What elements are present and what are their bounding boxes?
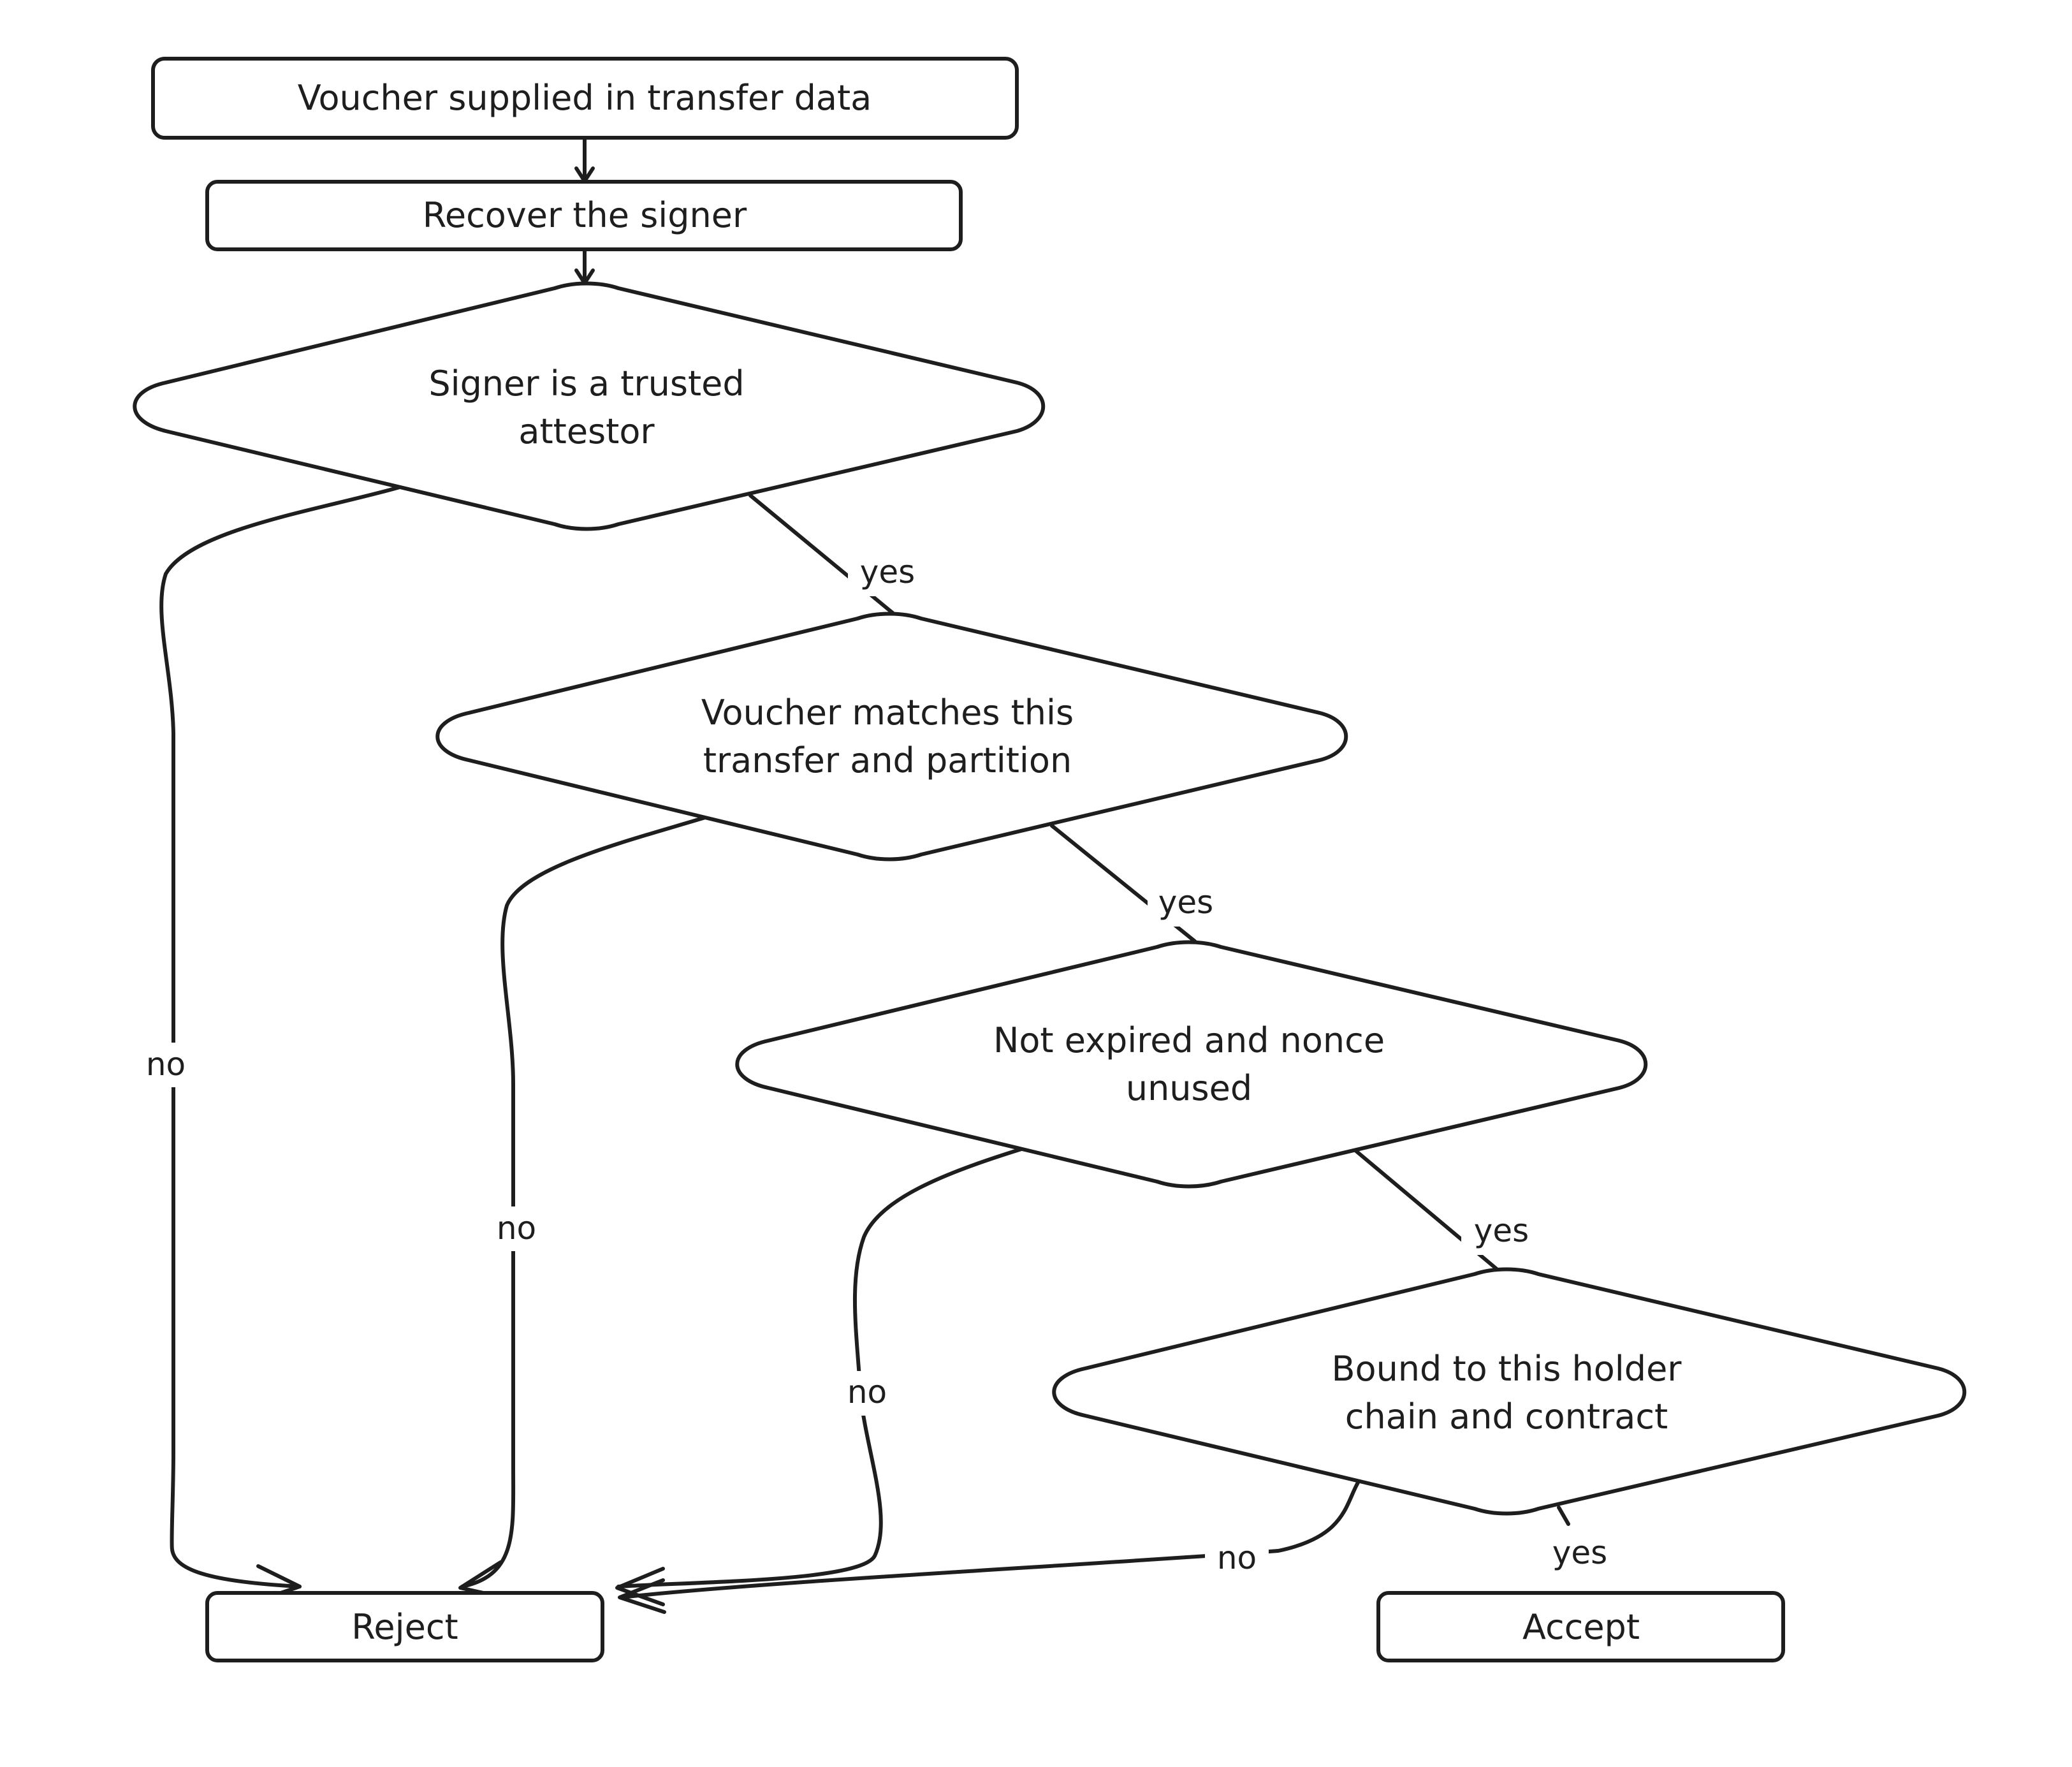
decision-bound-holder: Bound to this holder chain and contract — [1052, 1267, 1967, 1516]
edge-label-yes-4: yes — [1542, 1530, 1621, 1578]
edge-label-no-4: no — [1205, 1536, 1269, 1580]
edge-label-yes-1: yes — [848, 548, 928, 596]
svg-text:Recover the signer: Recover the signer — [423, 195, 747, 235]
svg-text:no: no — [146, 1046, 186, 1083]
edge-label-yes-3: yes — [1461, 1207, 1541, 1255]
edge-expired-no — [615, 1147, 1023, 1606]
svg-text:Not expired and nonce: Not expired and nonce — [993, 1020, 1385, 1060]
decision-not-expired: Not expired and nonce unused — [735, 940, 1648, 1189]
svg-text:no: no — [847, 1374, 887, 1411]
svg-text:no: no — [497, 1210, 536, 1247]
decision-trusted-attestor: Signer is a trusted attestor — [133, 281, 1046, 531]
svg-text:unused: unused — [1126, 1068, 1252, 1108]
edge-label-yes-2: yes — [1148, 879, 1227, 927]
svg-text:Reject: Reject — [351, 1607, 458, 1647]
node-recover-signer: Recover the signer — [205, 180, 963, 251]
edge-supplied-to-recover — [574, 137, 595, 183]
svg-text:yes: yes — [1552, 1534, 1607, 1571]
svg-text:yes: yes — [1474, 1212, 1529, 1249]
svg-text:yes: yes — [1158, 884, 1213, 921]
edge-bound-yes — [1557, 1506, 1570, 1526]
node-reject: Reject — [205, 1591, 604, 1662]
svg-text:Voucher supplied in transfer d: Voucher supplied in transfer data — [298, 78, 872, 118]
svg-text:yes: yes — [860, 554, 915, 590]
node-accept: Accept — [1376, 1591, 1785, 1662]
edge-label-no-2: no — [485, 1206, 548, 1251]
svg-text:attestor: attestor — [518, 411, 655, 451]
svg-text:Bound to this holder: Bound to this holder — [1331, 1349, 1682, 1389]
svg-text:Voucher matches this: Voucher matches this — [701, 693, 1074, 733]
edge-bound-no — [618, 1481, 1360, 1614]
svg-text:chain and contract: chain and contract — [1345, 1397, 1668, 1437]
svg-text:Accept: Accept — [1522, 1607, 1640, 1647]
svg-text:transfer and partition: transfer and partition — [703, 740, 1072, 781]
svg-text:no: no — [1217, 1539, 1257, 1576]
edge-label-no-1: no — [134, 1043, 198, 1087]
node-voucher-supplied: Voucher supplied in transfer data — [151, 57, 1019, 140]
svg-text:Signer is a trusted: Signer is a trusted — [428, 363, 744, 404]
edge-label-no-3: no — [835, 1371, 899, 1416]
decision-matches-transfer: Voucher matches this transfer and partit… — [435, 612, 1348, 862]
